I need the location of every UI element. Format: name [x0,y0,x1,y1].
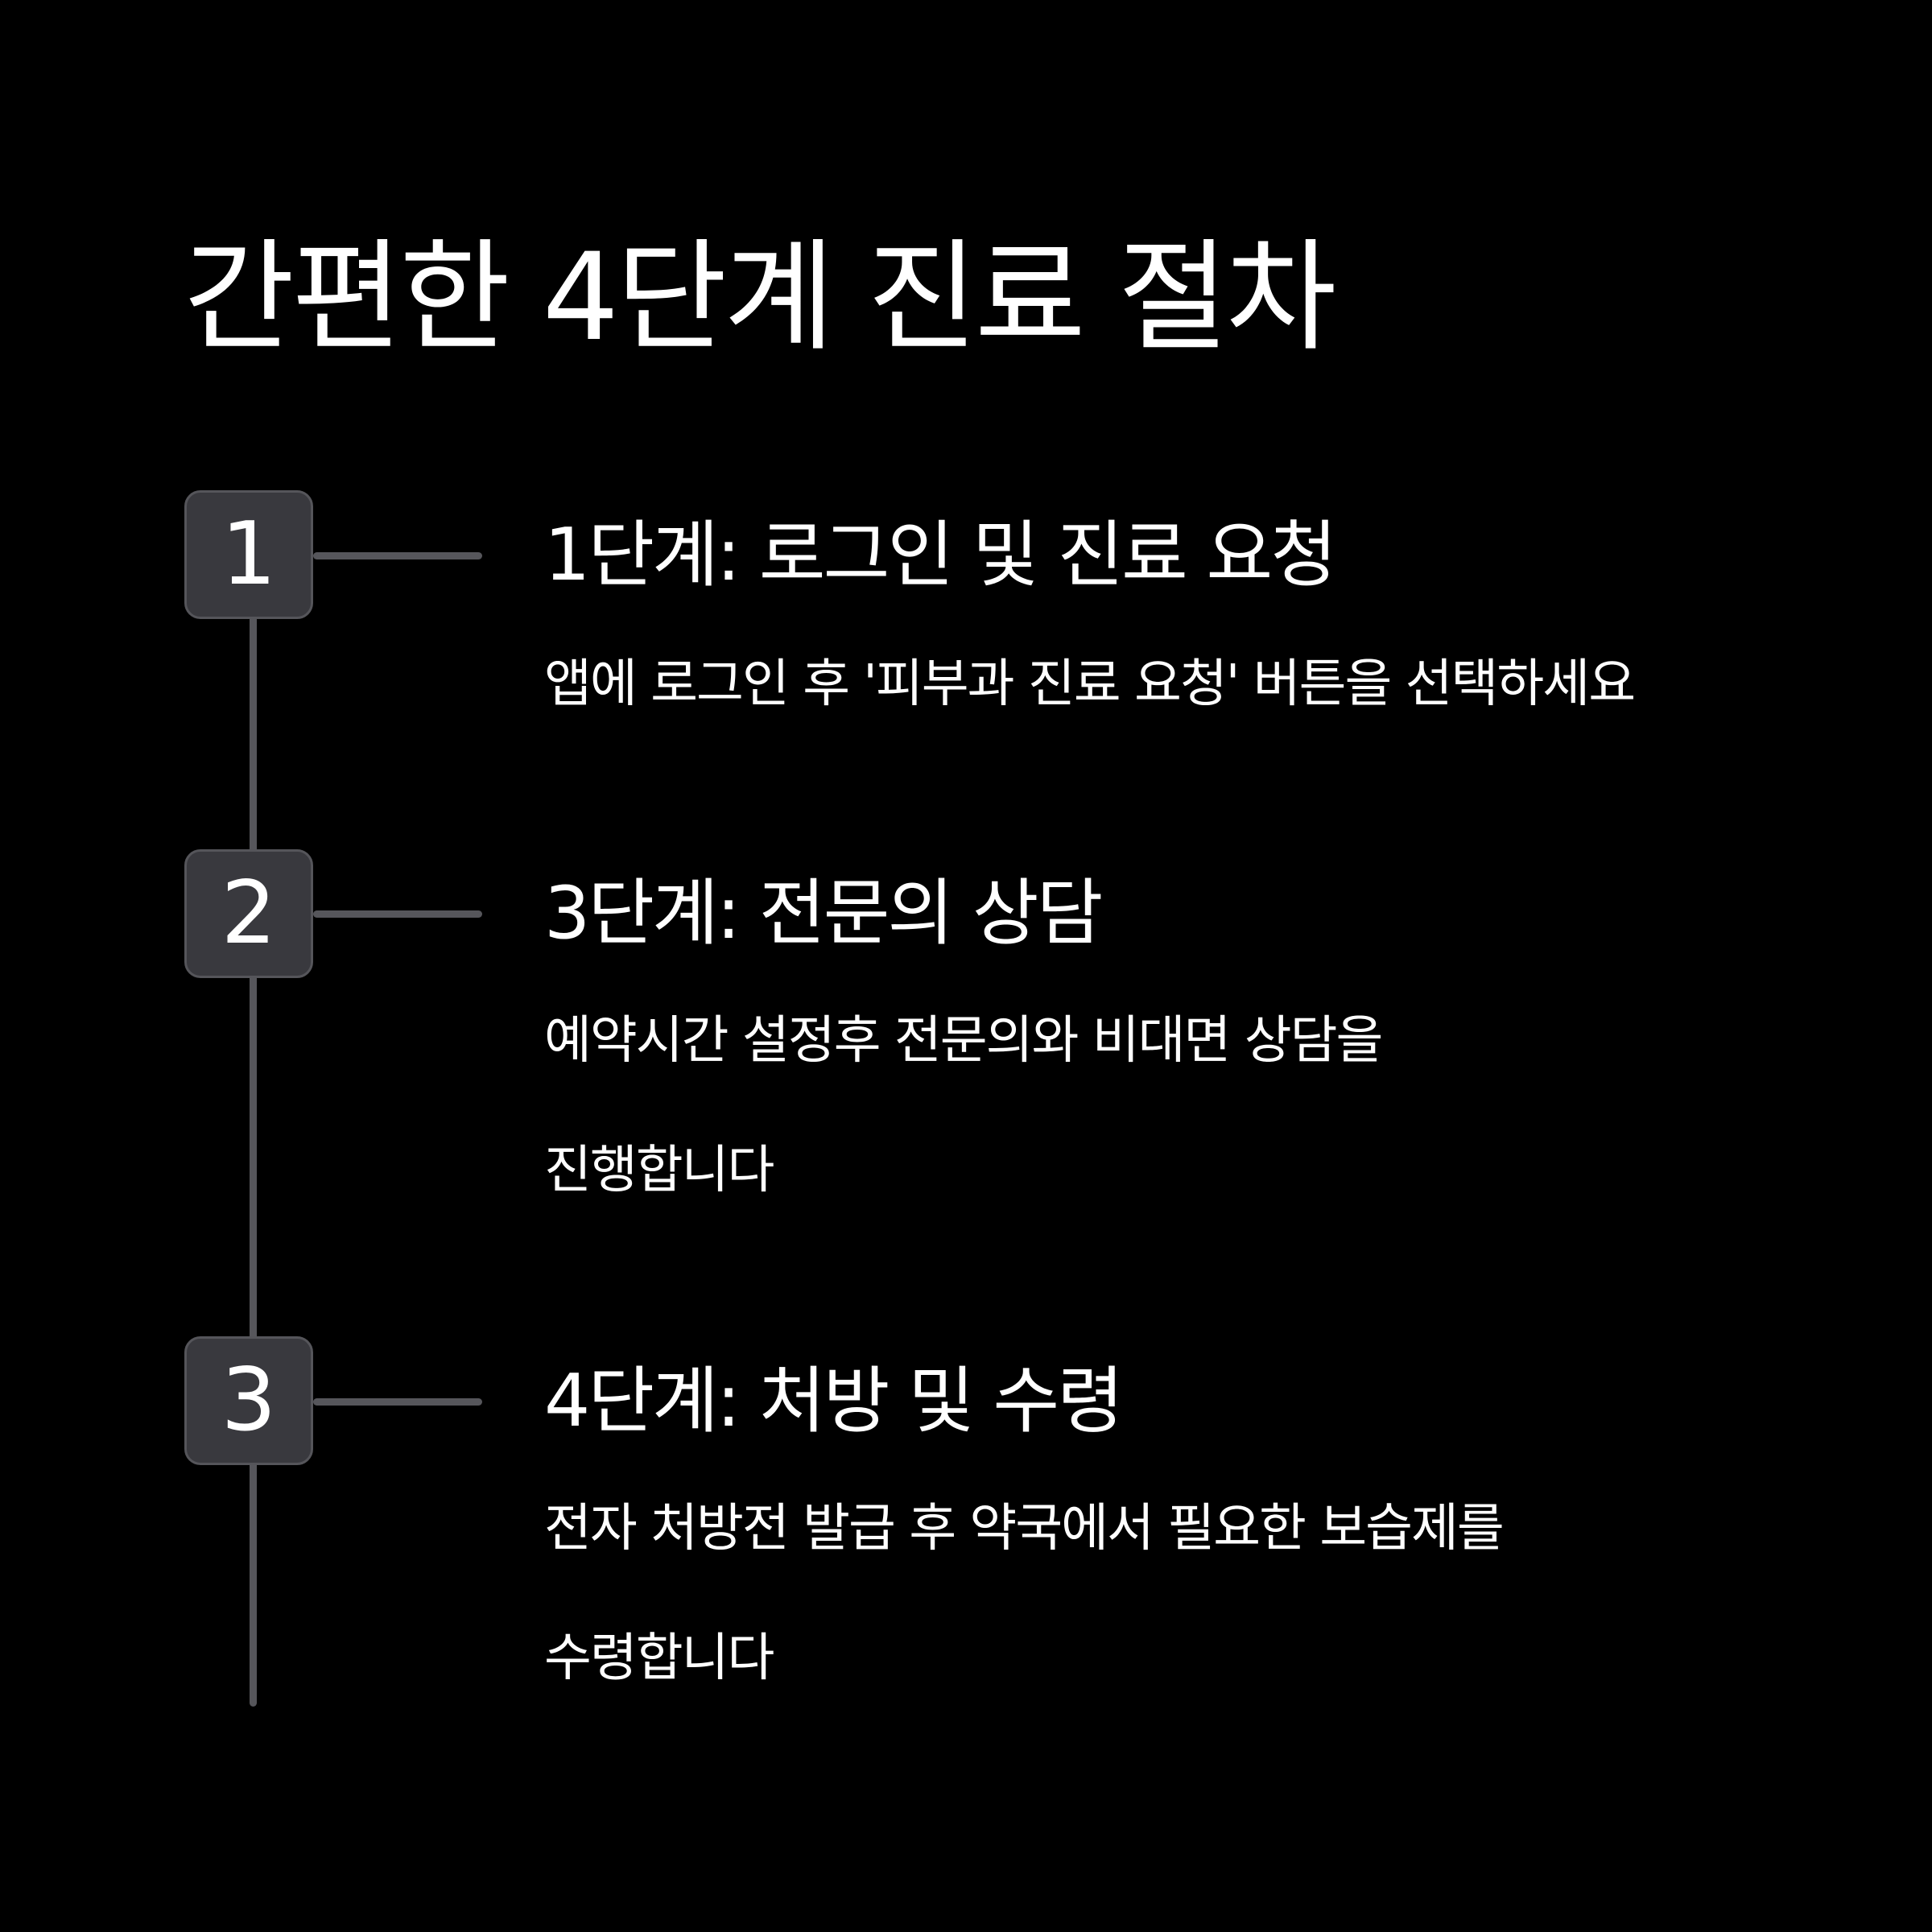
step-3-number-badge: 3 [184,1336,313,1465]
step-3-description-line-2: 수령합니다 [544,1629,774,1688]
step-3-number: 3 [221,1350,277,1451]
step-2-connector [313,910,482,918]
step-2-description-line-2: 진행합니다 [544,1141,774,1200]
page-title: 간편한 4단계 진료 절차 [184,228,1336,368]
step-1-connector [313,552,482,559]
step-1-description-line-1: 앱에 로그인 후 '피부과 진료 요청' 버튼을 선택하세요 [544,654,1636,714]
step-2-description-line-1: 예약시간 설정후 전문의와 비대면 상담을 [544,1011,1383,1071]
step-1-number: 1 [221,504,277,605]
step-1-title: 1단계: 로그인 및 진료 요청 [544,513,1337,597]
step-3-description-line-1: 전자 처방전 발급 후 약국에서 필요한 보습제를 [544,1499,1505,1558]
step-3-connector [313,1398,482,1406]
step-3-title: 4단계: 처방 및 수령 [544,1359,1124,1443]
step-2-title: 3단계: 전문의 상담 [544,871,1103,956]
step-2-number-badge: 2 [184,849,313,978]
step-1-number-badge: 1 [184,490,313,619]
step-2-number: 2 [221,863,277,964]
timeline-vertical-line [250,580,257,1707]
